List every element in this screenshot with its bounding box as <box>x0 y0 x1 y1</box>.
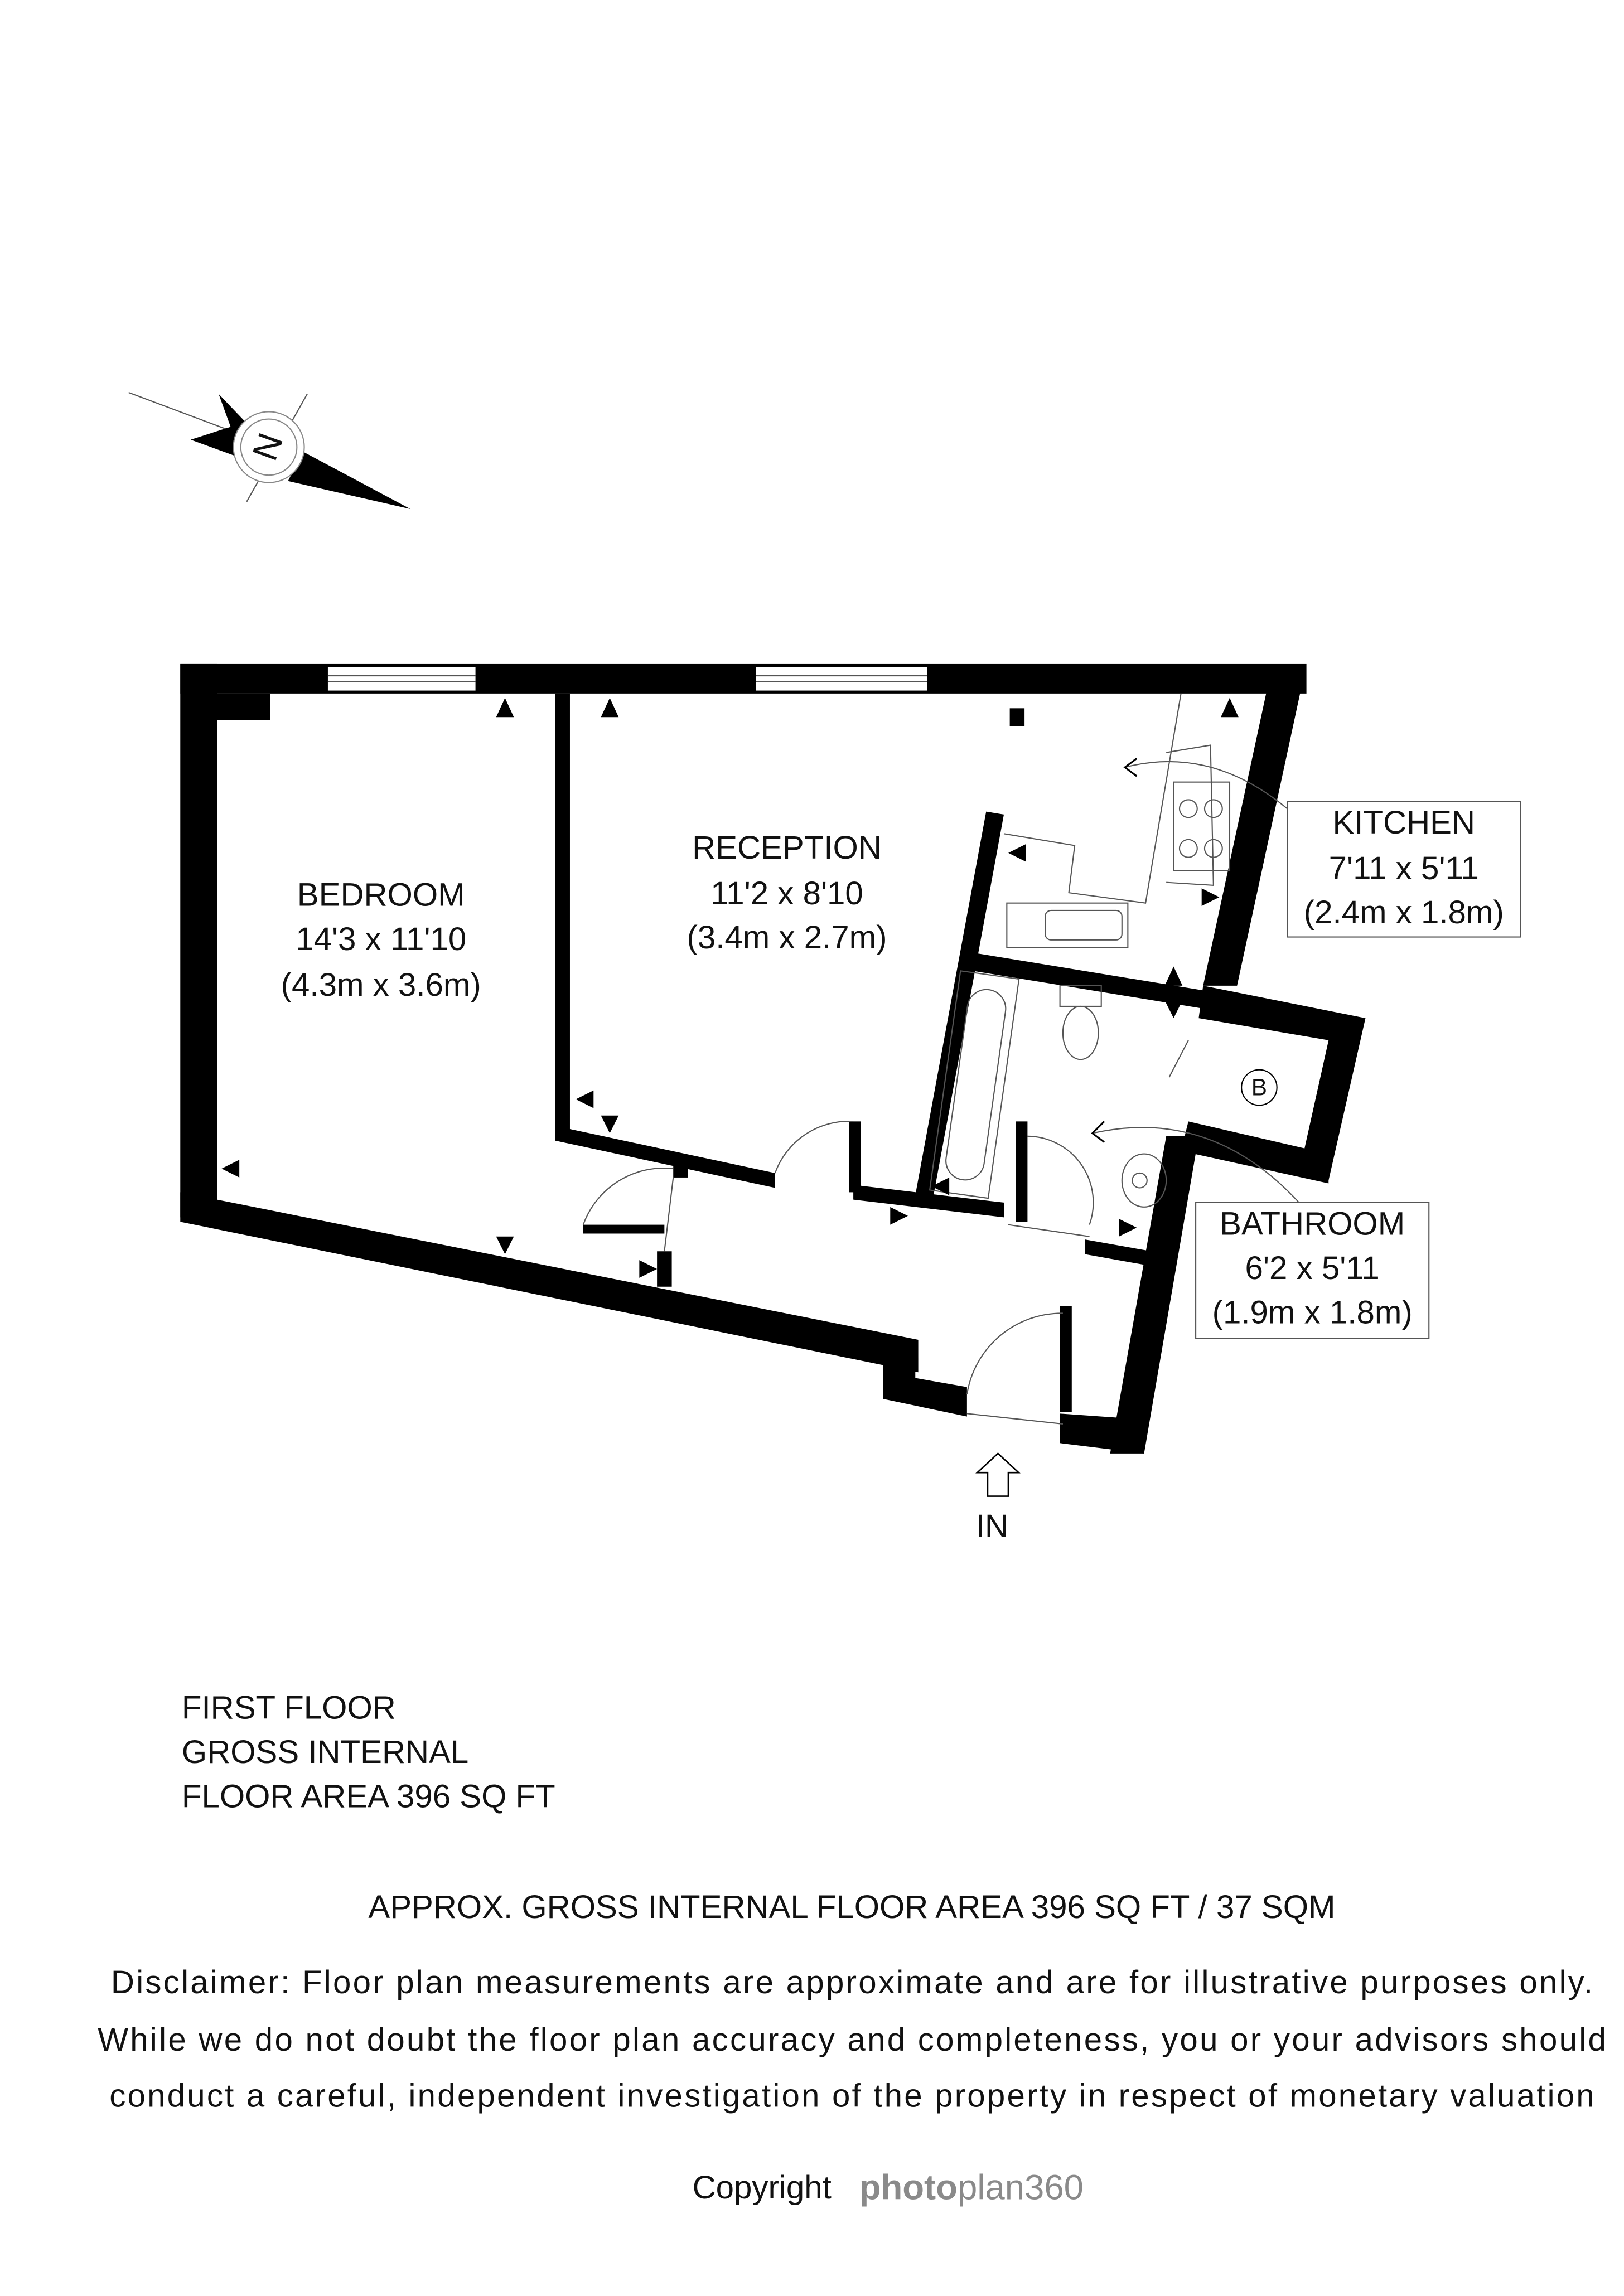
bathroom-fittings: B <box>929 970 1300 1208</box>
disclaimer-line: conduct a careful, independent investiga… <box>109 2078 1594 2114</box>
room-label-reception: RECEPTION 11'2 x 8'10 (3.4m x 2.7m) <box>687 830 887 956</box>
room-name: KITCHEN <box>1332 805 1475 841</box>
room-name: BEDROOM <box>297 876 465 913</box>
room-size-imperial: 14'3 x 11'10 <box>296 921 466 957</box>
room-label-bedroom: BEDROOM 14'3 x 11'10 (4.3m x 3.6m) <box>281 876 481 1002</box>
floor-info-line: FIRST FLOOR <box>182 1690 396 1726</box>
room-size-imperial: 6'2 x 5'11 <box>1245 1250 1380 1286</box>
room-size-metric: (4.3m x 3.6m) <box>281 967 481 1003</box>
kitchen-fittings <box>1003 693 1288 948</box>
disclaimer-line: Disclaimer: Floor plan measurements are … <box>111 1964 1593 2000</box>
room-name: RECEPTION <box>692 830 882 866</box>
entrance-arrow-icon <box>975 1452 1021 1497</box>
floor-info-line: GROSS INTERNAL <box>182 1734 468 1770</box>
disclaimer-line: While we do not doubt the floor plan acc… <box>98 2022 1606 2058</box>
floor-info-line: FLOOR AREA 396 SQ FT <box>182 1778 555 1814</box>
disclaimer: Disclaimer: Floor plan measurements are … <box>98 1964 1606 2114</box>
copyright-label: Copyright <box>693 2169 832 2206</box>
room-size-imperial: 7'11 x 5'11 <box>1329 850 1479 887</box>
floor-info: FIRST FLOOR GROSS INTERNAL FLOOR AREA 39… <box>182 1690 555 1815</box>
entrance-label: IN <box>976 1508 1008 1544</box>
room-label-kitchen: KITCHEN 7'11 x 5'11 (2.4m x 1.8m) <box>1287 801 1521 938</box>
room-size-metric: (1.9m x 1.8m) <box>1212 1294 1413 1330</box>
photoplan360-logo: photoplan360 <box>859 2168 1084 2207</box>
boiler-label: B <box>1251 1074 1267 1100</box>
dimension-markers <box>221 697 1239 1278</box>
walls <box>180 663 1366 1454</box>
doors <box>582 1040 1189 1425</box>
compass-icon: N <box>128 391 411 510</box>
room-label-bathroom: BATHROOM 6'2 x 5'11 (1.9m x 1.8m) <box>1195 1202 1430 1339</box>
room-size-imperial: 11'2 x 8'10 <box>710 875 863 912</box>
copyright: Copyright photoplan360 <box>693 2168 1084 2207</box>
room-size-metric: (3.4m x 2.7m) <box>687 919 887 956</box>
room-name: BATHROOM <box>1220 1206 1405 1242</box>
total-area: APPROX. GROSS INTERNAL FLOOR AREA 396 SQ… <box>368 1889 1335 1925</box>
room-size-metric: (2.4m x 1.8m) <box>1304 894 1504 931</box>
